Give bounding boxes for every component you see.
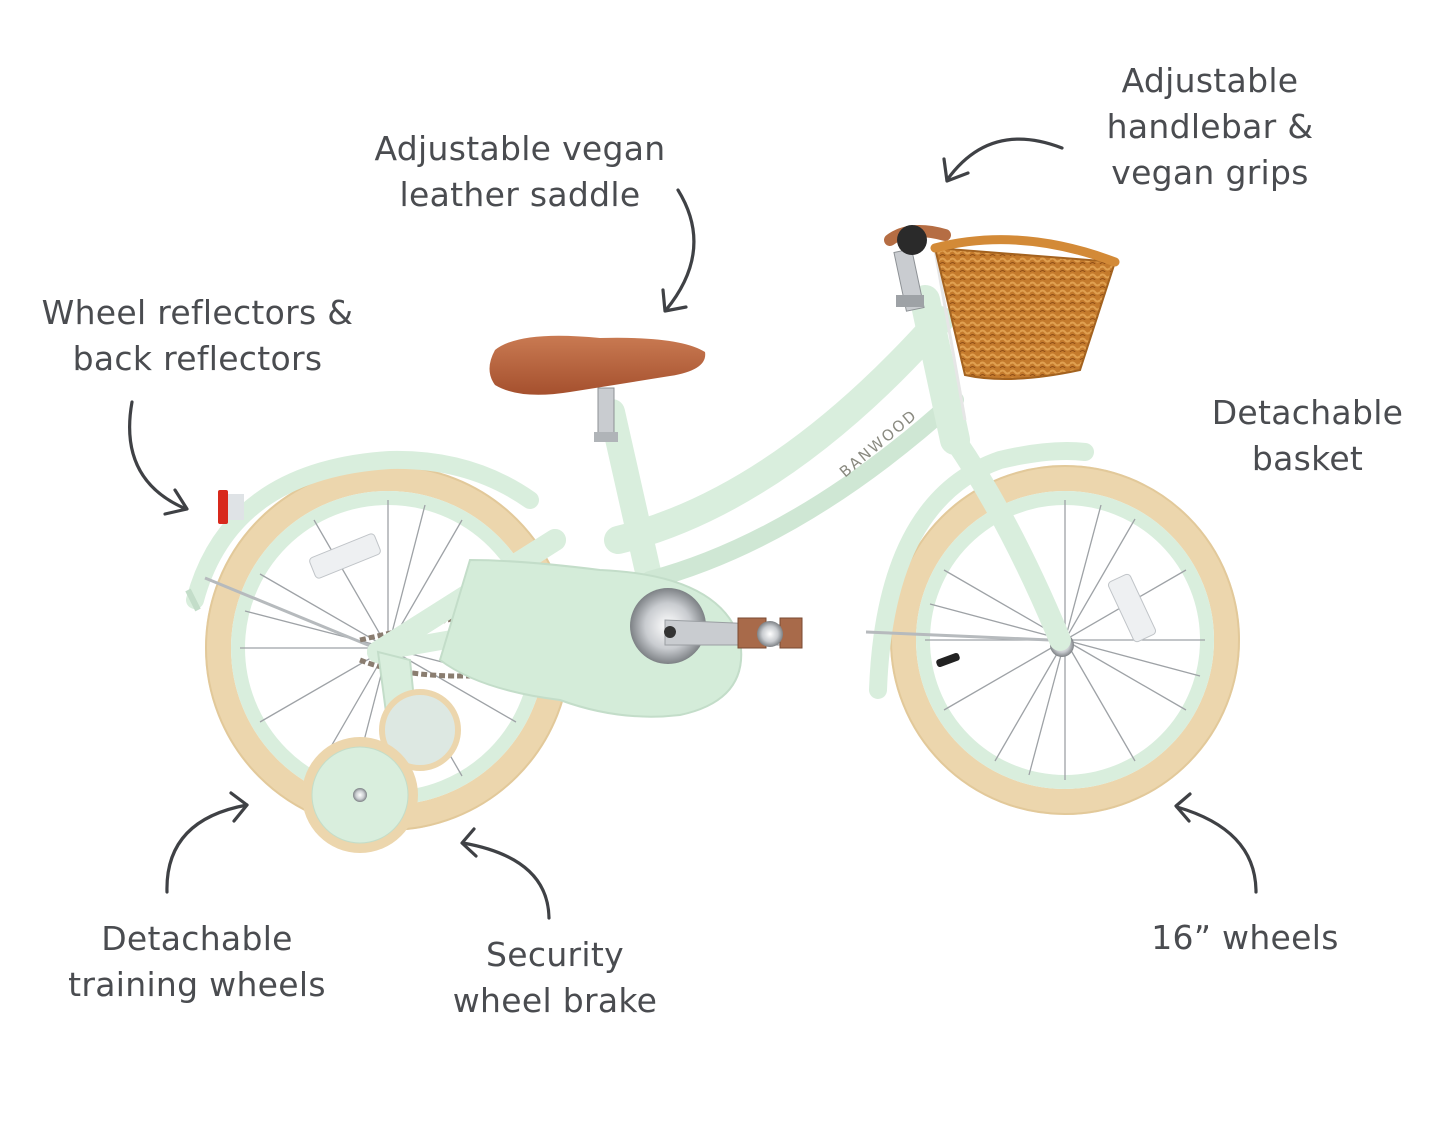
saddle [489, 335, 706, 395]
callout-line: Adjustable [1121, 61, 1299, 100]
callout-brake: Security wheel brake [440, 932, 670, 1024]
callout-line: leather saddle [399, 175, 641, 214]
wicker-basket [930, 235, 1120, 380]
pedal [737, 617, 803, 649]
callout-training-wheels: Detachable training wheels [52, 916, 342, 1008]
spoke-reflector [309, 533, 381, 579]
callout-line: wheel brake [452, 981, 658, 1020]
callout-basket: Detachable basket [1195, 390, 1420, 482]
callout-line: Security [486, 935, 624, 974]
training-wheel [302, 650, 461, 853]
callout-line: training wheels [68, 965, 326, 1004]
callout-line: basket [1251, 439, 1364, 478]
grip [897, 225, 927, 255]
callout-wheels: 16” wheels [1140, 915, 1350, 961]
front-wheel [865, 442, 1240, 815]
callout-handlebar: Adjustable handlebar & vegan grips [1090, 58, 1330, 196]
callout-line: Detachable [101, 919, 293, 958]
callout-line: handlebar & [1106, 107, 1314, 146]
callout-line: 16” wheels [1151, 918, 1339, 957]
callout-reflectors: Wheel reflectors & back reflectors [30, 290, 365, 382]
callout-line: back reflectors [72, 339, 323, 378]
callout-saddle: Adjustable vegan leather saddle [360, 126, 680, 218]
callout-line: Detachable [1211, 393, 1404, 432]
callout-line: Adjustable vegan [374, 129, 666, 168]
callout-line: Wheel reflectors & [41, 293, 354, 332]
callout-line: vegan grips [1111, 153, 1309, 192]
rear-reflector [218, 490, 228, 524]
